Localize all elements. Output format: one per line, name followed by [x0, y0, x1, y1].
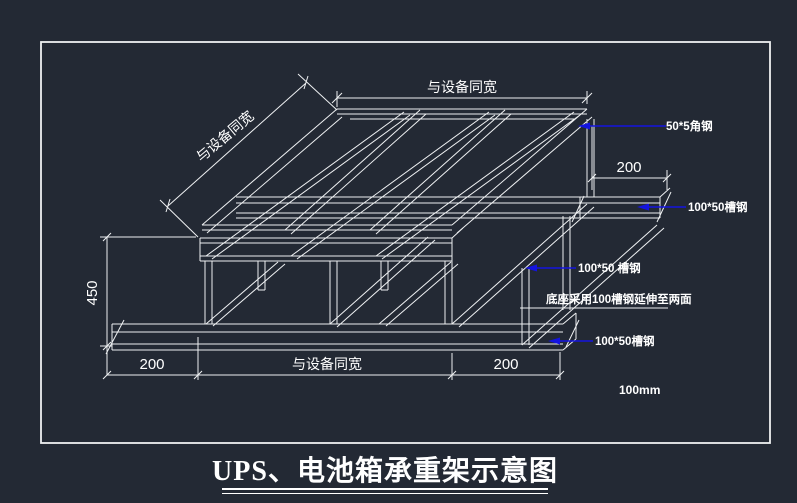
dim-top-width-label: 与设备同宽: [427, 79, 497, 95]
leader-arrow-channel-rear: [637, 203, 649, 211]
dim-rear-right-ext-label: 200: [616, 159, 641, 176]
base-note-leader: [520, 307, 668, 326]
leader-arrow-angle-steel: [578, 122, 590, 130]
dim-bottom-right-ext-label: 200: [493, 356, 518, 373]
annotation-angle-steel: 50*5角钢: [666, 119, 713, 133]
leader-line-set: [537, 125, 686, 342]
dim-left-depth-label: 与设备同宽: [193, 108, 257, 165]
dim-bottom-left-ext-label: 200: [139, 356, 164, 373]
sheet-border: [40, 41, 771, 444]
leader-arrow-channel-mid: [525, 264, 537, 272]
frame-structure: [105, 108, 672, 355]
annotation-channel-mid: 100*50 槽钢: [578, 261, 641, 275]
leader-arrow-channel-base: [548, 337, 560, 345]
leader-lines: [520, 122, 686, 345]
annotation-scale: 100mm: [619, 383, 660, 397]
dim-height-label: 450: [84, 280, 101, 305]
dimension-lines: [100, 73, 672, 380]
dim-bottom-width-label: 与设备同宽: [292, 356, 362, 372]
annotation-channel-base: 100*50槽钢: [595, 334, 654, 348]
annotation-base-note: 底座采用100槽钢延伸至两面: [546, 292, 692, 306]
annotation-channel-rear: 100*50槽钢: [688, 200, 747, 214]
drawing-title: UPS、电池箱承重架示意图: [212, 454, 558, 487]
